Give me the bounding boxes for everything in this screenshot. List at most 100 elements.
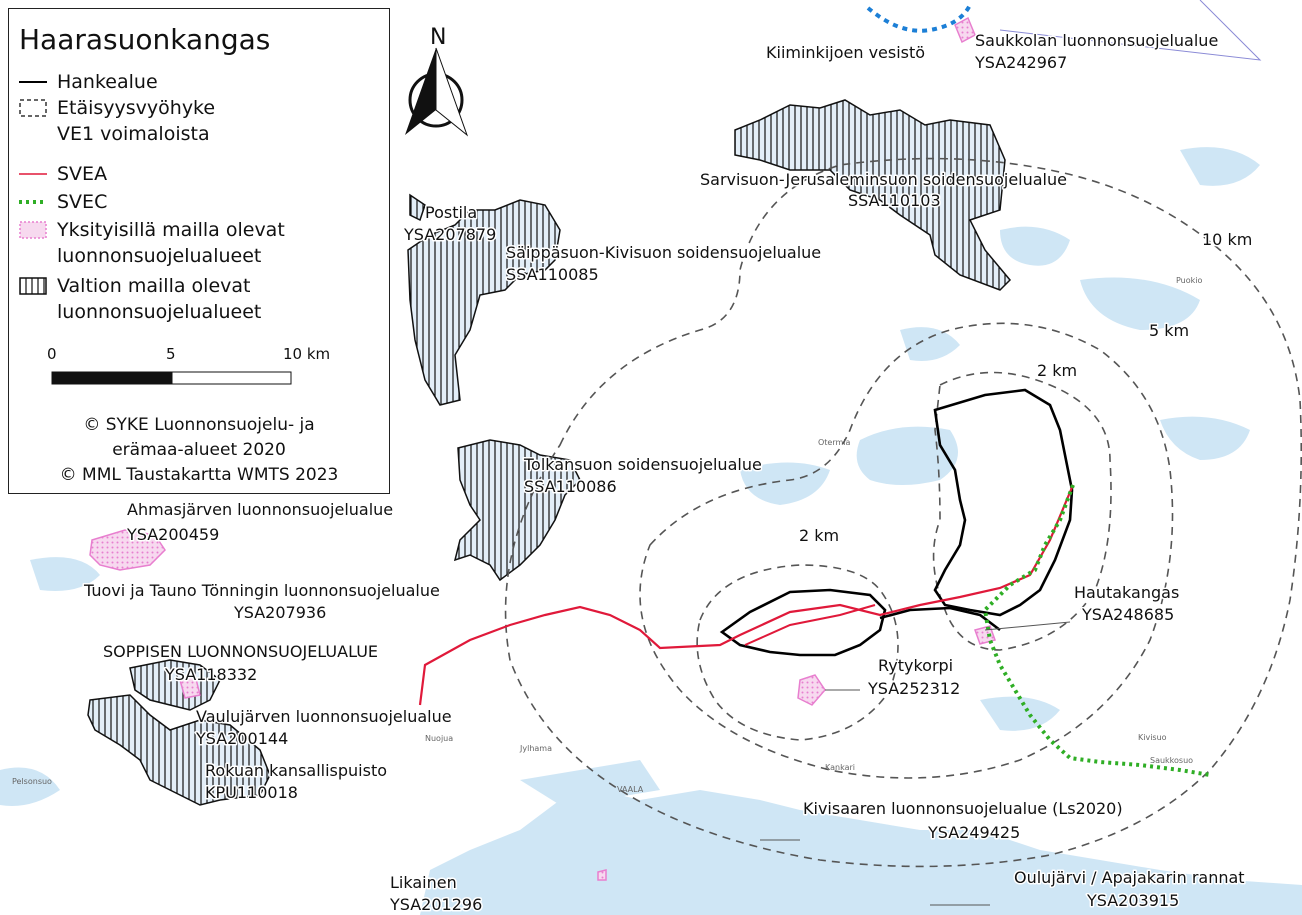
legend-symbol-svea <box>19 173 47 175</box>
label-vaulujarvi-name: Vaulujärven luonnonsuojelualue <box>196 707 452 726</box>
private-reserves <box>89 16 996 881</box>
project-north-area <box>933 388 1074 617</box>
scale-label-0: 0 <box>47 345 57 363</box>
zone-10km <box>504 157 1302 868</box>
scale-bar <box>51 371 292 385</box>
map-legend: Haarasuonkangas Hankealue Etäisyysvyöhyk… <box>8 8 390 494</box>
oulujarvi-lake <box>420 790 1302 915</box>
label-zone-2km-north: 2 km <box>1037 361 1077 380</box>
label-sarvisuo-code: SSA110103 <box>848 191 941 210</box>
soppinen-private <box>179 674 201 699</box>
kiiminkijoki-boundary <box>866 4 972 33</box>
legend-symbol-hankealue <box>19 81 47 83</box>
north-arrow-icon: N <box>405 25 469 137</box>
map-labels: Saukkolan luonnonsuojelualue YSA242967 K… <box>82 30 1254 915</box>
legend-symbol-private-reserves <box>19 221 47 239</box>
label-zone-10km: 10 km <box>1202 230 1252 249</box>
label-oulujarvi-name: Oulujärvi / Apajakarin rannat <box>1014 868 1245 887</box>
legend-label-state-1: Valtion mailla olevat <box>57 275 251 297</box>
legend-label-private-1: Yksityisillä mailla olevat <box>57 219 285 241</box>
label-soppinen-name: SOPPISEN LUONNONSUOJELUALUE <box>103 642 378 661</box>
zone-2km-north <box>932 371 1112 651</box>
label-tuovi-name: Tuovi ja Tauno Tönningin luonnonsuojelua… <box>83 581 440 600</box>
basemap-label-kankari: Kankari <box>825 763 855 772</box>
label-tolkansuo-name: Tolkansuon soidensuojelualue <box>523 455 762 474</box>
legend-label-svea: SVEA <box>57 163 108 185</box>
zone-2km-south <box>696 564 899 741</box>
label-kiiminkijoki: Kiiminkijoen vesistö <box>766 43 925 62</box>
label-zone-2km-south: 2 km <box>799 526 839 545</box>
basemap-label-nuojua: Nuojua <box>425 734 453 743</box>
project-south-area <box>719 588 887 657</box>
tolkansuo-reserve <box>453 439 581 582</box>
basemap-label-otermia: Otermia <box>818 438 851 447</box>
basemap-label-jylhama: Jylhama <box>519 744 552 753</box>
credits-mml: © MML Taustakartta WMTS 2023 <box>59 465 339 485</box>
credits-syke-1: © SYKE Luonnonsuojelu- ja <box>83 415 315 435</box>
basemap-label-kivisuo: Kivisuo <box>1138 733 1167 742</box>
saukkola-reserve <box>954 16 976 44</box>
basemap-label-puokio: Puokio <box>1176 276 1203 285</box>
label-kivisaari-code: YSA249425 <box>927 823 1020 842</box>
label-rokua-name: Rokuan kansallispuisto <box>205 761 387 780</box>
rytykorpi-reserve <box>797 674 826 706</box>
label-kivisaari-name: Kivisaaren luonnonsuojelualue (Ls2020) <box>803 799 1123 818</box>
label-likainen-name: Likainen <box>390 873 457 892</box>
zone-5km <box>639 322 1174 779</box>
lake-south <box>980 696 1060 731</box>
label-postila-name: Postila <box>425 203 477 222</box>
soppinen-reserve <box>129 659 221 711</box>
scale-label-10: 10 km <box>283 345 331 363</box>
label-saukkola-code: YSA242967 <box>974 53 1067 72</box>
sarvisuo-reserve <box>734 99 1012 291</box>
water-bodies <box>0 147 1302 915</box>
legend-label-etaisyys-2: VE1 voimaloista <box>57 123 210 145</box>
label-hautakangas-name: Hautakangas <box>1074 583 1179 602</box>
lake-otermia <box>856 426 958 485</box>
postila-reserve <box>409 193 426 222</box>
basemap-label-vaala: VAALA <box>617 785 644 794</box>
legend-symbol-svec <box>19 200 47 204</box>
label-vaulujarvi-code: YSA200144 <box>195 729 288 748</box>
legend-title: Haarasuonkangas <box>19 23 271 56</box>
saippasuo-reserve <box>407 199 561 406</box>
lake-farwest <box>0 767 60 806</box>
legend-symbol-etaisyys <box>19 99 47 117</box>
hautakangas-reserve <box>974 625 996 645</box>
lake-north <box>1000 226 1070 266</box>
legend-label-svec: SVEC <box>57 191 108 213</box>
credits-syke-2: erämaa-alueet 2020 <box>112 440 286 460</box>
label-tolkansuo-code: SSA110086 <box>524 477 617 496</box>
label-rytykorpi-code: YSA252312 <box>867 679 960 698</box>
label-tuovi-code: YSA207936 <box>233 603 326 622</box>
label-zone-5km: 5 km <box>1149 321 1189 340</box>
lake-central <box>740 462 830 505</box>
northeast-boundary-line <box>999 0 1262 61</box>
svec-line <box>982 484 1211 777</box>
lake-sw <box>30 557 100 591</box>
distance-zones <box>504 157 1302 868</box>
north-arrow-label: N <box>430 25 446 50</box>
basemap-labels: VAALA Jylhama Nuojua Otermia Kankari Kiv… <box>12 276 1203 794</box>
label-saippasuo-code: SSA110085 <box>506 265 599 284</box>
state-reserves <box>87 99 1012 806</box>
label-rokua-code: KPU110018 <box>205 783 298 802</box>
svea-line <box>418 484 1075 706</box>
legend-label-hankealue: Hankealue <box>57 71 158 93</box>
leader-lines <box>760 621 1071 906</box>
label-ahmasjarvi-name: Ahmasjärven luonnonsuojelualue <box>127 500 393 519</box>
basemap-label-saukkosuo: Saukkosuo <box>1150 756 1193 765</box>
label-rytykorpi-name: Rytykorpi <box>878 656 953 675</box>
scale-label-5: 5 <box>166 345 176 363</box>
label-hautakangas-code: YSA248685 <box>1081 605 1174 624</box>
likainen-reserve <box>597 869 607 881</box>
label-sarvisuo-name: Sarvisuon-Jerusaleminsuon soidensuojelua… <box>700 170 1067 189</box>
lake-mid <box>900 327 960 361</box>
label-postila-code: YSA207879 <box>403 225 496 244</box>
legend-label-etaisyys-1: Etäisyysvyöhyke <box>57 97 216 119</box>
lake-east <box>1080 277 1200 330</box>
label-saippasuo-name: Säippäsuon-Kivisuon soidensuojelualue <box>506 243 821 262</box>
legend-symbol-state-reserves <box>19 277 47 295</box>
label-soppinen-code: YSA118332 <box>164 665 257 684</box>
basemap-label-pelsonsuo: Pelsonsuo <box>12 777 52 786</box>
